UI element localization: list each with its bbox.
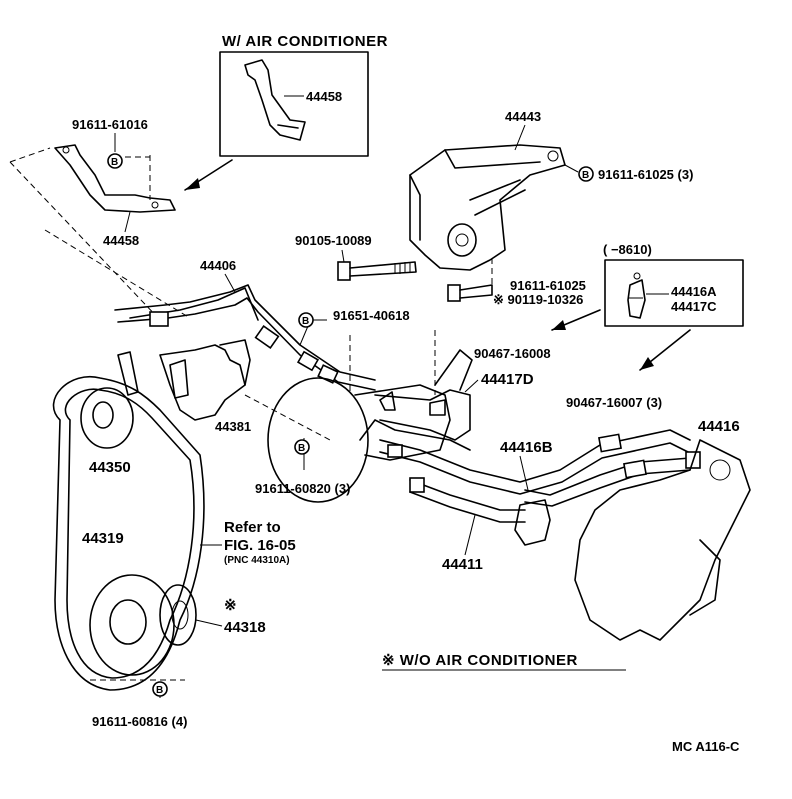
bolt-badge-icon	[578, 166, 594, 182]
bracket-44443	[409, 144, 566, 271]
label-91651-40618: 91651-40618	[333, 308, 410, 323]
label-44416: 44416	[698, 418, 740, 435]
diagram-code: MC A116-C	[672, 739, 740, 754]
steering-gear	[574, 439, 751, 641]
label-90467-16008: 90467-16008	[474, 346, 551, 361]
label-44458: 44458	[103, 233, 139, 248]
label-91611-60816: 91611-60816 (4)	[92, 714, 187, 729]
pump-body	[267, 330, 471, 503]
label-44416B: 44416B	[500, 439, 553, 456]
label-44381: 44381	[215, 419, 251, 434]
heading-with-ac: W/ AIR CONDITIONER	[222, 33, 388, 50]
label-44417C: 44417C	[671, 299, 717, 314]
pressure-tube-44406	[114, 284, 376, 391]
bracket-44381	[159, 339, 331, 441]
label-90105-10089: 90105-10089	[295, 233, 372, 248]
refer-line-1: Refer to	[224, 519, 281, 536]
label-44411: 44411	[442, 556, 483, 573]
heading-without-ac: ※ W/O AIR CONDITIONER	[382, 652, 578, 669]
refer-line-3: (PNC 44310A)	[224, 555, 290, 566]
label-44319: 44319	[82, 530, 124, 547]
label-44318: 44318	[224, 619, 266, 636]
label-91611-60820: 91611-60820 (3)	[255, 481, 350, 496]
leader-44458	[124, 211, 131, 233]
bolt-90105-10089	[337, 261, 417, 281]
label-44417D: 44417D	[481, 371, 534, 388]
label-44458-inset: 44458	[306, 89, 342, 104]
label-91611-61025-3: 91611-61025 (3)	[598, 167, 693, 182]
label-44443: 44443	[505, 109, 541, 124]
label-91611-61025: 91611-61025	[510, 278, 586, 293]
bolt-badge-letter: B	[298, 443, 305, 454]
inset-box-clamp	[604, 259, 744, 327]
bolt-badge-letter: B	[582, 170, 589, 181]
bolt-badge-icon	[152, 681, 168, 697]
bolt-badge-icon	[107, 153, 123, 169]
bracket-44458	[9, 144, 191, 321]
refer-line-2: FIG. 16-05	[224, 537, 296, 554]
bolt-badge-letter: B	[302, 316, 309, 327]
hose-44417D	[374, 349, 473, 441]
bolt-badge-icon	[294, 439, 310, 455]
label-44350: 44350	[89, 459, 131, 476]
arrow-head-inset	[185, 178, 200, 190]
label-44318-mark: ※	[224, 597, 237, 614]
bolt-badge-letter: B	[156, 685, 163, 696]
label-90119-10326: ※ 90119-10326	[493, 292, 583, 307]
leader-44443	[514, 124, 526, 151]
label-91611-61016: 91611-61016	[72, 117, 148, 132]
label-44406: 44406	[200, 258, 236, 273]
bolt-badge-letter: B	[111, 157, 118, 168]
label-90467-16007: 90467-16007 (3)	[566, 395, 662, 410]
inset-box-with-ac	[219, 51, 369, 157]
label-44416A: 44416A	[671, 284, 717, 299]
label-8610: ( −8610)	[603, 242, 652, 257]
drive-belt	[52, 375, 205, 691]
bolt-91611-61025	[447, 258, 493, 302]
crank-pulley	[89, 574, 197, 681]
